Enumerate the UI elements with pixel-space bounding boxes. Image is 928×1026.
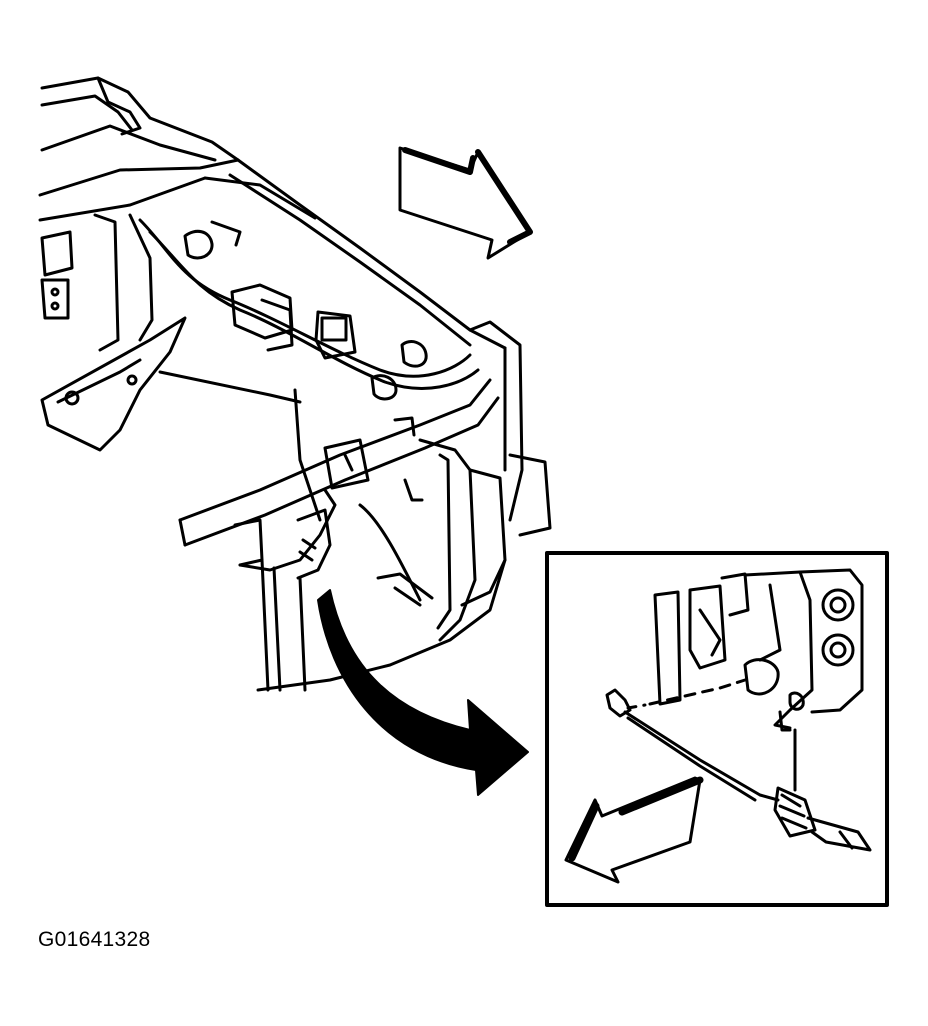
front-direction-arrow-icon (564, 776, 704, 884)
vehicle-front-structure (38, 76, 552, 692)
detail-inset (545, 551, 889, 907)
curved-callout-arrow-icon (317, 589, 529, 796)
front-direction-arrow-icon (398, 146, 533, 260)
figure-id-label: G01641328 (38, 928, 151, 951)
